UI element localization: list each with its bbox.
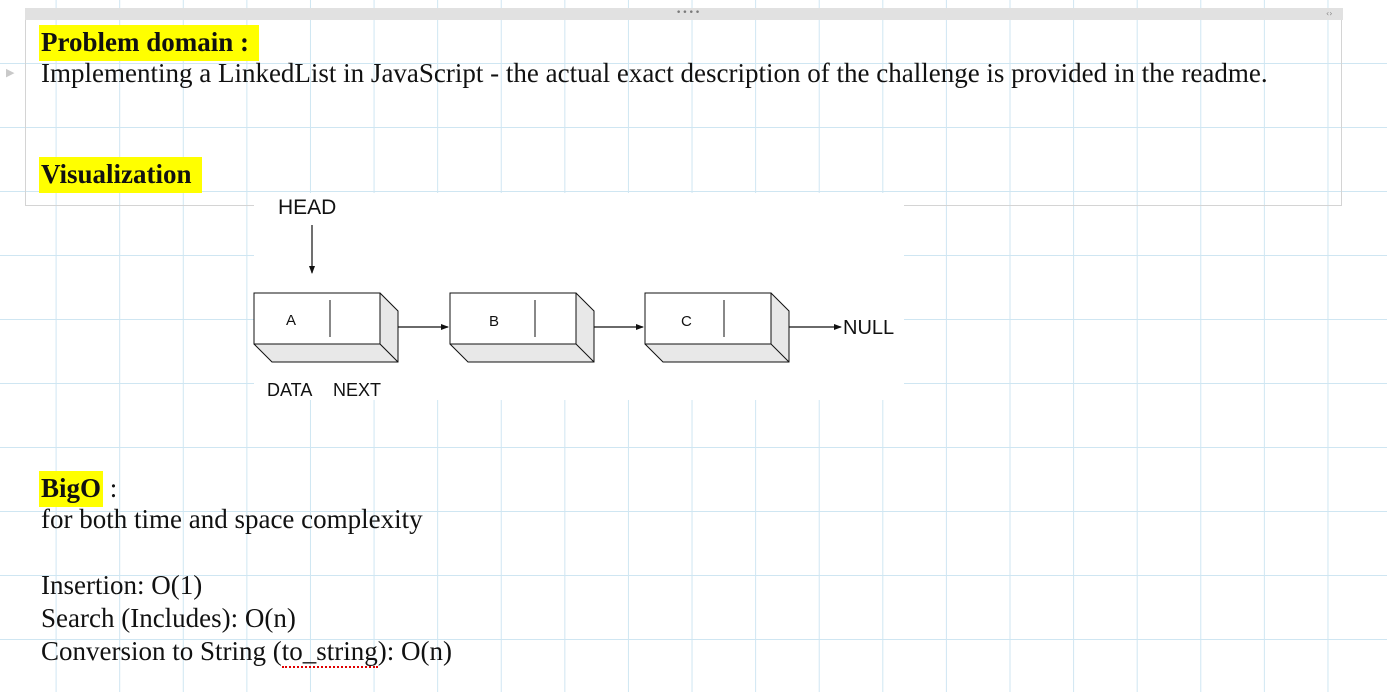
bigo-heading: BigO :: [39, 471, 117, 507]
conversion-prefix: Conversion to String (: [41, 636, 282, 666]
complexity-conversion: Conversion to String (to_string): O(n): [41, 635, 1341, 668]
node-a-label: A: [286, 312, 297, 329]
visualization-heading: Visualization: [39, 157, 202, 193]
node-b-label: B: [489, 313, 500, 330]
data-label: DATA: [267, 380, 313, 400]
node-c-box: [644, 292, 790, 363]
bigo-colon: :: [103, 473, 118, 503]
visualization-highlight: Visualization: [39, 157, 202, 193]
problem-domain-heading: Problem domain :: [39, 25, 259, 61]
next-label: NEXT: [333, 380, 382, 400]
grip-dots-icon[interactable]: ••••: [676, 8, 702, 18]
bullet-handle-icon[interactable]: ▶: [6, 66, 15, 79]
conversion-suffix: ): O(n): [377, 636, 452, 666]
bigo-subtitle: for both time and space complexity: [41, 504, 423, 534]
head-label: HEAD: [278, 196, 337, 219]
collapse-arrows-icon[interactable]: ‹›: [1326, 9, 1333, 18]
node-a-box: [253, 292, 399, 363]
bigo-highlight: BigO: [39, 471, 104, 507]
note-container-bar[interactable]: [25, 8, 1343, 20]
problem-description: Implementing a LinkedList in JavaScript …: [41, 58, 1268, 88]
spellcheck-word[interactable]: to_string: [281, 636, 378, 668]
complexity-search: Search (Includes): O(n): [41, 603, 296, 633]
problem-domain-highlight: Problem domain :: [39, 25, 259, 61]
complexity-insertion: Insertion: O(1): [41, 570, 203, 600]
node-c-label: C: [681, 313, 692, 330]
null-label: NULL: [843, 317, 895, 339]
node-b-box: [449, 292, 595, 363]
